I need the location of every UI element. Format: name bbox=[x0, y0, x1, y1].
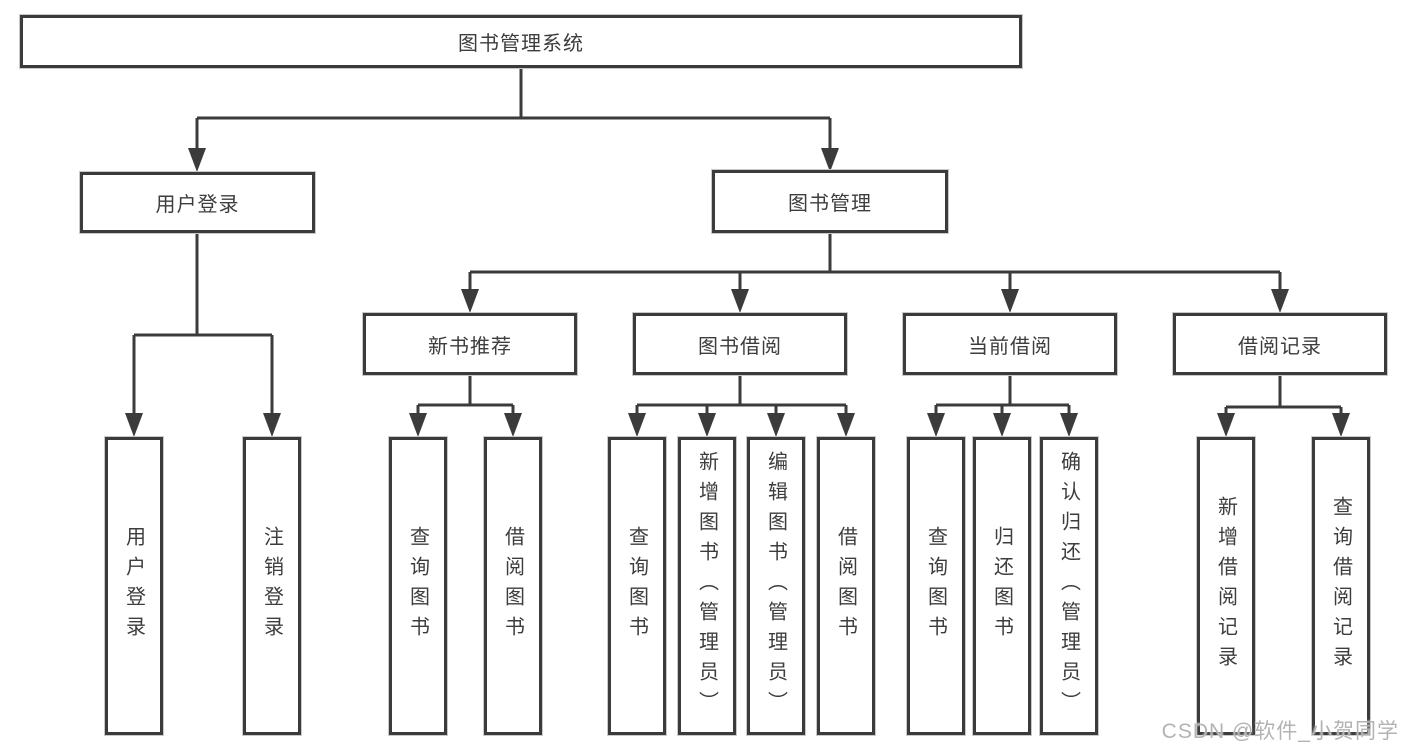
leaf-label: 编辑图书（管理员） bbox=[764, 451, 787, 721]
leaf-label: 新增图书（管理员） bbox=[695, 451, 718, 721]
leaf-query-books-under-borrowing: 查询图书 bbox=[608, 437, 666, 735]
leaf-label: 查询借阅记录 bbox=[1329, 496, 1352, 676]
node-user-login: 用户登录 bbox=[80, 172, 315, 233]
leaf-label: 借阅图书 bbox=[501, 526, 524, 646]
node-label: 当前借阅 bbox=[968, 335, 1052, 358]
leaf-user-login: 用户登录 bbox=[105, 437, 163, 735]
connector-book-mgmt-to-level3 bbox=[468, 233, 1282, 291]
node-borrowing-records: 借阅记录 bbox=[1173, 313, 1387, 375]
leaf-add-borrow-record: 新增借阅记录 bbox=[1197, 437, 1255, 735]
leaf-borrow-books-under-recommend: 借阅图书 bbox=[484, 437, 542, 735]
leaf-add-books-admin: 新增图书（管理员） bbox=[678, 437, 736, 735]
leaf-query-borrow-record: 查询借阅记录 bbox=[1312, 437, 1370, 735]
leaf-label: 查询图书 bbox=[406, 526, 429, 646]
leaf-label: 注销登录 bbox=[260, 526, 283, 646]
arrowheads-level2 bbox=[188, 148, 839, 172]
leaf-query-books-under-current: 查询图书 bbox=[907, 437, 965, 735]
node-new-book-recommend: 新书推荐 bbox=[363, 313, 577, 375]
arrowheads-user-login-leaves bbox=[125, 413, 281, 437]
arrowheads-current-borrow-leaves bbox=[927, 413, 1078, 437]
connector-current-borrow-to-leaves bbox=[934, 375, 1071, 415]
node-label: 新书推荐 bbox=[428, 335, 512, 358]
node-current-borrowing: 当前借阅 bbox=[903, 313, 1117, 375]
connector-root-to-level2 bbox=[195, 68, 832, 150]
leaf-label: 归还图书 bbox=[990, 526, 1013, 646]
connector-user-login-to-leaves bbox=[132, 233, 274, 415]
leaf-label: 用户登录 bbox=[122, 526, 145, 646]
csdn-watermark: CSDN @软件_小贺同学 bbox=[1161, 720, 1399, 743]
leaf-logout: 注销登录 bbox=[243, 437, 301, 735]
arrowheads-book-borrow-leaves bbox=[628, 413, 855, 437]
node-label: 图书管理系统 bbox=[458, 33, 584, 55]
connector-new-book-rec-to-leaves bbox=[416, 375, 515, 415]
leaf-label: 确认归还（管理员） bbox=[1057, 451, 1080, 721]
arrowheads-borrow-records-leaves bbox=[1217, 413, 1350, 437]
node-book-management: 图书管理 bbox=[712, 170, 948, 233]
node-label: 借阅记录 bbox=[1238, 335, 1322, 358]
leaf-borrow-books-under-borrowing: 借阅图书 bbox=[817, 437, 875, 735]
node-library-management-system: 图书管理系统 bbox=[20, 15, 1022, 68]
node-book-borrowing: 图书借阅 bbox=[633, 313, 847, 375]
node-label: 用户登录 bbox=[155, 194, 240, 216]
leaf-edit-books-admin: 编辑图书（管理员） bbox=[747, 437, 805, 735]
leaf-return-books: 归还图书 bbox=[973, 437, 1031, 735]
leaf-label: 借阅图书 bbox=[834, 526, 857, 646]
leaf-query-books-under-recommend: 查询图书 bbox=[389, 437, 447, 735]
leaf-confirm-return-admin: 确认归还（管理员） bbox=[1040, 437, 1098, 735]
arrowheads-level3 bbox=[461, 289, 1289, 313]
node-label: 图书管理 bbox=[788, 193, 872, 215]
node-label: 图书借阅 bbox=[698, 335, 782, 358]
arrowheads-new-book-rec-leaves bbox=[409, 413, 522, 437]
leaf-label: 新增借阅记录 bbox=[1214, 496, 1237, 676]
leaf-label: 查询图书 bbox=[924, 526, 947, 646]
connector-book-borrow-to-leaves bbox=[635, 375, 848, 415]
leaf-label: 查询图书 bbox=[625, 526, 648, 646]
connector-borrow-records-to-leaves bbox=[1224, 375, 1343, 415]
